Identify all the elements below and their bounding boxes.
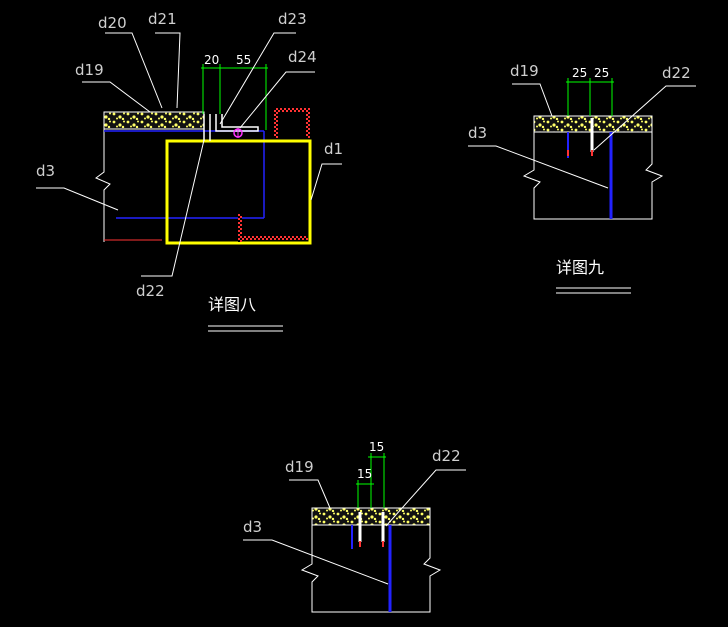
detail-10: 15 15 d19 d22 d3 [243,440,466,613]
dim-15a: 15 [357,467,372,481]
leader-d3 [468,145,609,189]
wall-outline [300,508,442,613]
box-d1 [165,139,312,245]
label-d23: d23 [278,10,307,28]
leader-d22 [141,139,205,277]
label-d22: d22 [432,447,461,465]
caption-detail-9: 详图九 [556,258,604,277]
label-d22: d22 [662,64,691,82]
hatched-profile [306,108,310,138]
leader-d23 [219,32,296,125]
hatched-profile [238,236,308,240]
label-d22: d22 [136,282,165,300]
hatched-profile [238,214,242,242]
leader-d3 [36,187,119,211]
leader-d24 [239,71,315,129]
leader-d1 [310,163,342,201]
leader-d22 [593,85,696,151]
leader-d19 [82,81,151,113]
leader-d22 [385,469,466,527]
label-d19: d19 [285,458,314,476]
leader-d19 [512,83,553,117]
hatched-profile [274,108,310,112]
label-d1: d1 [324,140,343,158]
dim-15b: 15 [369,440,384,454]
dim-55: 55 [236,53,251,67]
label-d3: d3 [468,124,487,142]
screed-layer [311,507,431,526]
hatched-profile [274,108,278,138]
caption-detail-8: 详图八 [208,295,256,314]
label-d19: d19 [75,61,104,79]
dim-20: 20 [204,53,219,67]
label-d24: d24 [288,48,317,66]
label-d19: d19 [510,62,539,80]
dim-25a: 25 [572,66,587,80]
wall-outline [522,116,664,220]
label-d3: d3 [243,518,262,536]
detail-8: 20 55 d20 d21 d19 d3 d23 d24 d1 d22 详图八 [36,10,343,332]
wall-outline [95,112,111,242]
screed-layer [103,111,205,130]
steel-bracket [203,114,259,141]
detail-9: 25 25 d19 d22 d3 详图九 [468,62,696,294]
leader-d20 [105,32,163,109]
label-d21: d21 [148,10,177,28]
label-d3: d3 [36,162,55,180]
leader-d3 [243,539,389,585]
dim-25b: 25 [594,66,609,80]
leader-d21 [155,32,181,109]
label-d20: d20 [98,14,127,32]
leader-d19 [289,479,331,509]
